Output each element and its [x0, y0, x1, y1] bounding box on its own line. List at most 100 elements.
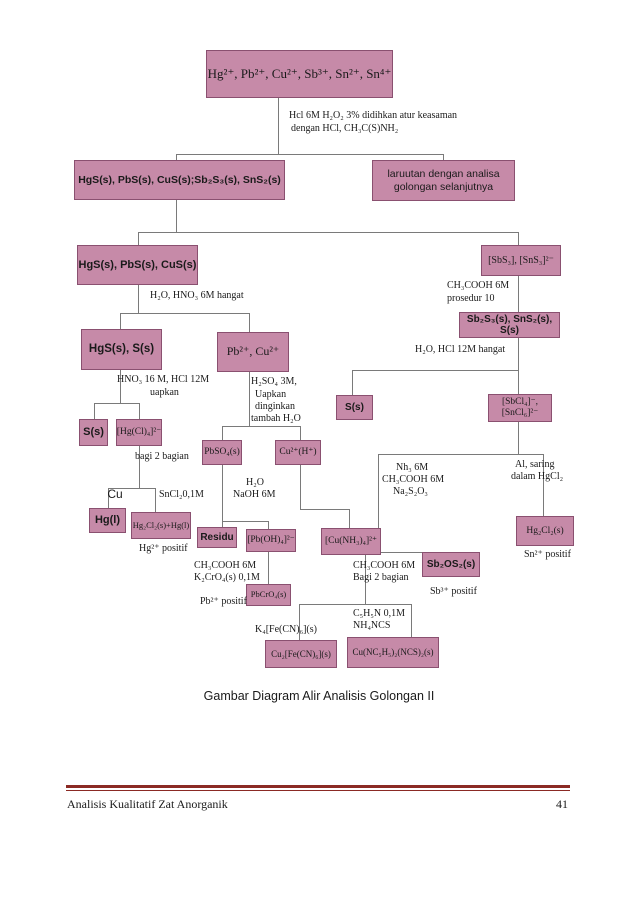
connector: [139, 403, 140, 419]
footer-rule: [66, 790, 570, 791]
connector: [411, 604, 412, 637]
reagent-label: H₂SO₄ 3M,: [251, 376, 297, 387]
connector: [176, 154, 177, 160]
connector: [518, 232, 519, 245]
reagent-label: tambah H₂O: [251, 413, 301, 424]
connector: [518, 338, 519, 370]
reagent-label: SnCl₂0,1M: [159, 489, 204, 500]
reagent-label: K₂CrO₄(s) 0,1M: [194, 572, 260, 583]
pbcro4-box: PbCrO₄(s): [246, 584, 291, 606]
reagent-label: C₅H₅N 0,1M: [353, 608, 405, 619]
connector: [352, 370, 519, 371]
connector: [222, 465, 223, 521]
cu-pyridine-thiocyanate-box: Cu(NC₅H₅)₂(NCS)₂(s): [347, 637, 439, 668]
connector: [155, 488, 156, 512]
connector: [176, 154, 444, 155]
connector: [222, 426, 301, 427]
cu-ammine-complex-box: [Cu(NH₃)₄]²⁺: [321, 528, 381, 555]
hgs-pbs-cus-box: HgS(s), PbS(s), CuS(s): [77, 245, 198, 285]
hgs-s-box: HgS(s), S(s): [81, 329, 162, 370]
hg2cl2-box: Hg₂Cl₂(s): [516, 516, 574, 546]
connector: [365, 555, 366, 604]
connector: [300, 509, 350, 510]
cu-h-box: Cu²⁺(H⁺): [275, 440, 321, 465]
reagent-label: Al, saring: [515, 459, 555, 470]
hg-chloro-complex-box: [Hg(Cl)₄]²⁻: [116, 419, 162, 446]
reagent-label: dinginkan: [255, 401, 295, 412]
connector: [138, 232, 139, 245]
residu-box: Residu: [197, 527, 237, 548]
reagent-label: H₂O, HNO₃ 6M hangat: [150, 290, 244, 301]
connector: [120, 370, 121, 403]
reagent-label: HNO₃ 16 M, HCl 12M: [117, 374, 210, 385]
reagent-label: NaOH 6M: [233, 489, 276, 500]
sb2os2-box: Sb₂OS₂(s): [422, 552, 480, 577]
cu-label: Cu: [107, 487, 123, 502]
connector: [349, 509, 350, 528]
connector: [94, 403, 95, 419]
reagent-label: CH₃COOH 6M: [447, 280, 510, 291]
reagent-label: H₂O: [246, 477, 264, 488]
top-ions-box: Hg²⁺, Pb²⁺, Cu²⁺, Sb³⁺, Sn²⁺, Sn⁴⁺: [206, 50, 393, 98]
connector: [120, 313, 250, 314]
connector: [249, 372, 250, 426]
pb-cu-ions-box: Pb²⁺, Cu²⁺: [217, 332, 289, 372]
reagent-label: CH₃COOH 6M: [382, 474, 445, 485]
sulfur-right-box: S(s): [336, 395, 373, 420]
connector: [300, 426, 301, 440]
reagent-label: prosedur 10: [447, 293, 495, 304]
connector: [222, 521, 269, 522]
connector: [443, 154, 444, 160]
reagent-label: H₂O, HCl 12M hangat: [415, 344, 506, 355]
connector: [249, 313, 250, 332]
connector: [278, 97, 279, 154]
positive-result-label: Sn²⁺ positif: [524, 549, 571, 560]
connector: [518, 370, 519, 394]
connector: [94, 403, 140, 404]
pb-hydroxo-complex-box: [Pb(OH)₄]²⁻: [246, 529, 296, 552]
connector: [352, 370, 353, 395]
connector: [222, 426, 223, 440]
reagent-label: dalam HgCl₂: [511, 471, 564, 482]
connector: [378, 454, 379, 552]
connector: [378, 552, 450, 553]
reagent-label: bagi 2 bagian: [135, 451, 189, 462]
connector: [108, 488, 156, 489]
hg2cl2-hg-box: Hg₂Cl₂(s)+Hg(l): [131, 512, 191, 539]
connector: [120, 313, 121, 329]
reagent-label: uapkan: [150, 387, 179, 398]
connector: [268, 552, 269, 584]
connector: [138, 232, 519, 233]
connector: [299, 604, 300, 640]
sb-sn-chloro-complex-box: [SbCl₄]⁻, [SnCl₆]²⁻: [488, 394, 552, 422]
connector: [138, 285, 139, 313]
positive-result-label: Sb³⁺ positif: [430, 586, 477, 597]
cu-ferrocyanide-box: Cu₂[Fe(CN)₆](s): [265, 640, 337, 668]
reagent-label: CH₃COOH 6M: [194, 560, 257, 571]
connector: [518, 422, 519, 454]
reagent-label: NH₄NCS: [353, 620, 391, 631]
pbso4-box: PbSO₄(s): [202, 440, 242, 465]
reagent-label: CH₃COOH 6M: [353, 560, 416, 571]
reagent-label: K₄[Fe(CN)₆](s): [255, 624, 317, 635]
reagent-label: Nh₃ 6M: [396, 462, 429, 473]
hg-liquid-box: Hg(l): [89, 508, 126, 533]
reagent-label: Bagi 2 bagian: [353, 572, 409, 583]
connector: [176, 200, 177, 232]
positive-result-label: Pb²⁺ positif: [200, 596, 247, 607]
connector: [139, 446, 140, 488]
sb-sn-sulfides-box: Sb₂S₃(s), SnS₂(s), S(s): [459, 312, 560, 338]
next-group-solution-box: laruutan dengan analisa golongan selanju…: [372, 160, 515, 201]
positive-result-label: Hg²⁺ positif: [139, 543, 188, 554]
connector: [518, 276, 519, 312]
connector: [543, 454, 544, 516]
connector: [222, 521, 223, 527]
footer-title: Analisis Kualitatif Zat Anorganik: [67, 797, 228, 811]
reagent-label: Na₂S₂O₃: [393, 486, 428, 497]
reagent-label: dengan HCl, CH₃C(S)NH₂: [291, 123, 399, 134]
sulfur-left-box: S(s): [79, 419, 108, 446]
connector: [108, 488, 109, 508]
connector: [300, 465, 301, 509]
footer-rule: [66, 785, 570, 788]
